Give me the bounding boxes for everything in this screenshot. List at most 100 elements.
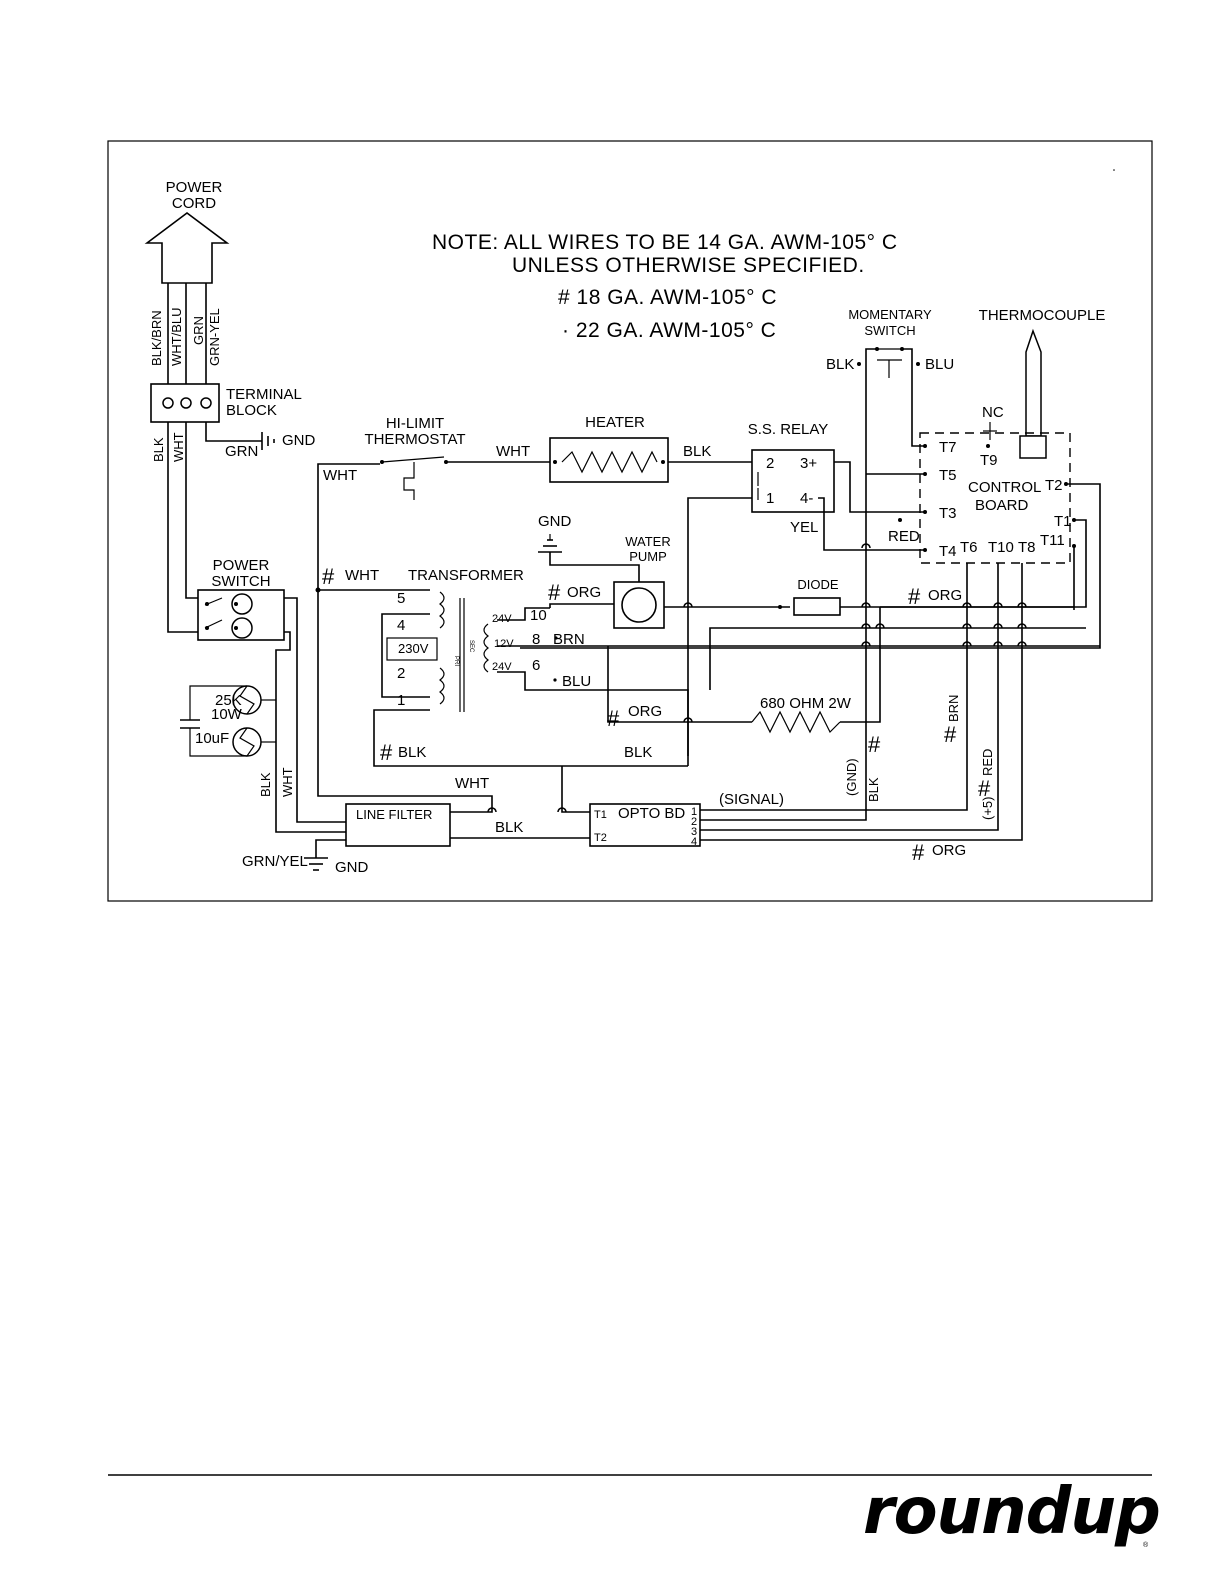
wire-org-label-3: ORG (928, 587, 962, 604)
wire-wht-label-1: WHT (171, 432, 186, 462)
pri-label: PRI (453, 656, 459, 666)
tap-1: 1 (397, 692, 405, 709)
power-cord-label-2: CORD (172, 195, 216, 212)
line-filter: LINE FILTER (345, 803, 451, 847)
capacitor-label: 10uF (195, 730, 229, 747)
tap-6: 6 (532, 657, 540, 674)
hi-limit-thermostat: HI-LIMIT THERMOSTAT (364, 415, 466, 500)
hash-org-1: # (548, 580, 561, 605)
wire-blk-label-2: BLK (258, 772, 273, 797)
wire-wht-label-3: WHT (455, 775, 489, 792)
terminal-block: TERMINAL BLOCK (150, 383, 302, 423)
power-cord-label-1: POWER (166, 179, 223, 196)
board-terminal-t10: T10 (988, 539, 1014, 556)
board-terminal-t5: T5 (939, 467, 957, 484)
wire-wht-label-5: WHT (345, 567, 379, 584)
wire-org-label-1: ORG (567, 584, 601, 601)
roundup-logo: roundup ® (863, 1475, 1161, 1549)
momentary-switch-label-2: SWITCH (864, 323, 915, 338)
wire-gauge-note: NOTE: ALL WIRES TO BE 14 GA. AWM-105° C … (432, 231, 897, 342)
water-pump: WATER PUMP (613, 534, 671, 629)
diagram-frame (107, 140, 1153, 902)
hash-org-3: # (908, 584, 921, 609)
board-terminal-t8: T8 (1018, 539, 1036, 556)
hi-limit-label-2: THERMOSTAT (364, 431, 465, 448)
signal-label: (SIGNAL) (719, 791, 784, 808)
resistor-680-ohm: 680 OHM 2W (751, 695, 852, 734)
water-pump-label-2: PUMP (629, 549, 667, 564)
wire-blk-label-3: BLK (495, 819, 523, 836)
diode-label: DIODE (797, 577, 839, 592)
volt-24-b: 24V (492, 661, 512, 673)
gnd-paren-label: (GND) (844, 758, 859, 796)
tap-5: 5 (397, 590, 405, 607)
hash-org-2: # (607, 706, 620, 731)
control-board-label-1: CONTROL (968, 479, 1041, 496)
gnd-label-1: GND (282, 432, 316, 449)
opto-terminal-2: 2 (691, 816, 697, 828)
line-filter-label: LINE FILTER (356, 807, 432, 822)
wire-wht-label-2: WHT (280, 767, 295, 797)
opto-terminal-t2: T2 (594, 832, 607, 844)
wire-crossovers (487, 543, 1027, 813)
thermocouple-label: THERMOCOUPLE (979, 307, 1106, 324)
transformer: TRANSFORMER 5 4 2 1 230V PRI SEC 24V 12V… (386, 567, 547, 712)
varistor-capacitor: 25K 10W 10uF (180, 685, 276, 757)
hash-org-4: # (912, 840, 925, 865)
note-line-4: · 22 GA. AWM-105° C (562, 319, 776, 342)
board-terminal-t4: T4 (939, 543, 957, 560)
tap-4: 4 (397, 617, 405, 634)
relay-terminal-2: 2 (766, 455, 774, 472)
control-board: NC T9 CONTROL BOARD T7 T5 T3 T4 T6 T10 T… (919, 404, 1076, 564)
relay-terminal-4: 4- (800, 490, 813, 507)
varistor-label-2: 10W (211, 706, 243, 723)
wire-wht-label-6: WHT (496, 443, 530, 460)
wire-blk-label-8: BLK (866, 777, 881, 802)
brand-registered-mark: ® (1143, 1541, 1149, 1549)
terminal-block-label-1: TERMINAL (226, 386, 302, 403)
board-terminal-t3: T3 (939, 505, 957, 522)
terminal-block-label-2: BLOCK (226, 402, 277, 419)
wire-blk-label-4: BLK (683, 443, 711, 460)
resistor-label: 680 OHM 2W (760, 695, 852, 712)
power-cord: POWER CORD BLK/BRN WHT/BLU GRN GRN-YEL (144, 179, 230, 384)
hash-brn: # (944, 722, 957, 747)
heater-label: HEATER (585, 414, 645, 431)
wire-blk-brn: BLK/BRN (149, 310, 164, 366)
varistor-label-1: 25K (215, 692, 242, 709)
tap-10: 10 (530, 607, 547, 624)
wire-blu-label-1: BLU (925, 356, 954, 373)
wire-wht-blu: WHT/BLU (169, 308, 184, 367)
wire-wht-label-4: WHT (323, 467, 357, 484)
hash-blk-2: # (868, 732, 881, 757)
opto-terminal-1: 1 (691, 806, 697, 818)
heater: HEATER (549, 414, 669, 483)
power-switch: POWER SWITCH (197, 557, 285, 641)
wire-brn-label-2: BRN (946, 695, 961, 722)
opto-terminal-3: 3 (691, 826, 697, 838)
control-board-label-2: BOARD (975, 497, 1029, 514)
board-terminal-t6: T6 (960, 539, 978, 556)
wire-org-label-4: ORG (932, 842, 966, 859)
wire-grn-yel-label: GRN/YEL (242, 853, 308, 870)
water-pump-label-1: WATER (625, 534, 671, 549)
tap-8: 8 (532, 631, 540, 648)
wire-red-label-2: RED (980, 749, 995, 776)
opto-board: T1 T2 OPTO BD 1 2 3 4 (589, 803, 701, 848)
board-terminal-t7: T7 (939, 439, 957, 456)
wire-grn: GRN (191, 316, 206, 345)
wire-blk-label-1: BLK (151, 437, 166, 462)
plus5-label: (+5) (980, 797, 995, 820)
relay-terminal-1: 1 (766, 490, 774, 507)
opto-bd-label: OPTO BD (618, 805, 685, 822)
wire-blu-label-2: BLU (562, 673, 591, 690)
note-line-3: # 18 GA. AWM-105° C (558, 286, 777, 309)
sec-label: SEC (468, 640, 474, 653)
volt-24-a: 24V (492, 613, 512, 625)
volt-12: 12V (494, 638, 514, 650)
wire-grn-label-2: GRN (225, 443, 258, 460)
ss-relay-label: S.S. RELAY (748, 421, 829, 438)
hash-wht: # (322, 564, 335, 589)
wire-red-label-1: RED (888, 528, 920, 545)
wire-blk-label-6: BLK (398, 744, 426, 761)
